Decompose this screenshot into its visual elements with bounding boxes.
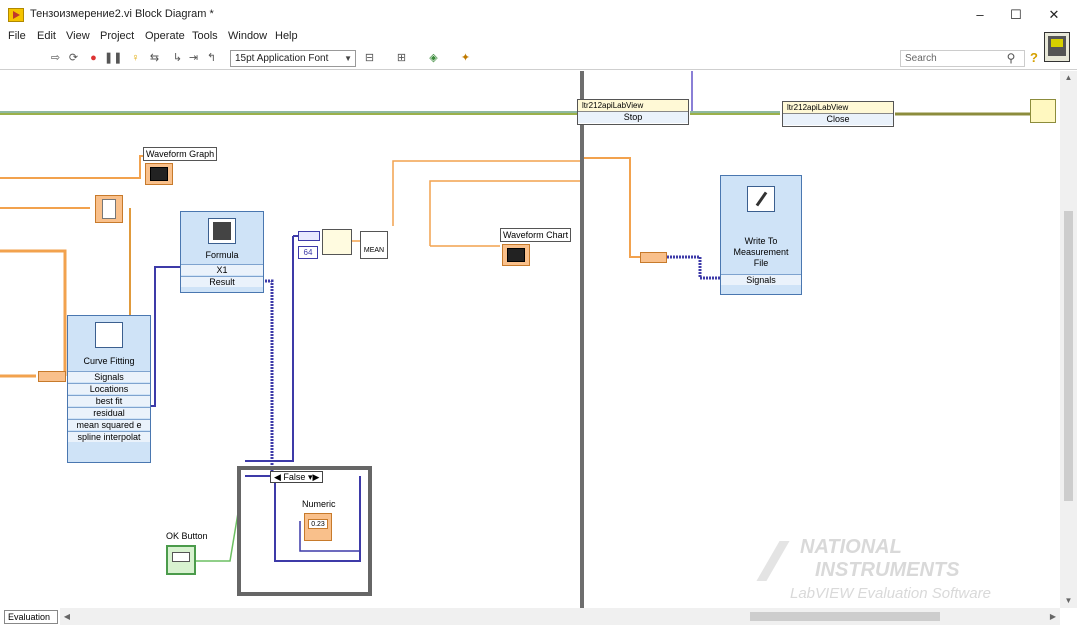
run-arrow-icon[interactable]: ⇨ [50, 52, 61, 64]
ltr212-stop-subvi[interactable]: ltr212apiLabView Stop [577, 99, 689, 125]
help-icon[interactable]: ? [1030, 50, 1038, 65]
error-handler-node[interactable] [1030, 99, 1056, 123]
write-file-signals[interactable]: Signals [721, 274, 801, 285]
align-objects-icon[interactable]: ⊟ [364, 52, 375, 64]
watermark-instruments: INSTRUMENTS [815, 559, 960, 581]
terminal-locations[interactable]: Locations [68, 383, 150, 394]
numeric-label: Numeric [302, 499, 336, 509]
labview-app-icon [8, 8, 24, 22]
abort-icon[interactable]: ● [90, 52, 97, 64]
array-index-node[interactable] [95, 195, 123, 223]
formula-express-vi[interactable]: Formula X1 Result [180, 211, 264, 293]
step-over-icon[interactable]: ⇥ [188, 52, 199, 64]
search-icon[interactable]: ⚲ [1006, 51, 1016, 65]
menu-operate[interactable]: Operate [145, 30, 185, 42]
write-file-icon [747, 186, 775, 212]
build-waveform-node[interactable] [322, 229, 352, 255]
scroll-up-icon[interactable]: ▲ [1064, 73, 1073, 82]
toolbar: ⇨ ⟳ ● ❚❚ ♀ ⇆ ↳ ⇥ ↰ 15pt Application Font… [0, 46, 1077, 70]
numeric-value: 0.23 [308, 519, 328, 529]
scroll-right-icon[interactable]: ▶ [1049, 612, 1057, 621]
case-selector-false[interactable]: ◀ False ▾▶ [270, 471, 324, 483]
run-continuously-icon[interactable]: ⟳ [68, 52, 79, 64]
step-into-icon[interactable]: ↳ [172, 52, 183, 64]
curve-fitting-express-vi[interactable]: Curve Fitting Signals Locations best fit… [67, 315, 151, 463]
vi-connector-icon[interactable] [1044, 32, 1070, 62]
menu-bar: File Edit View Project Operate Tools Win… [0, 30, 1077, 46]
menu-edit[interactable]: Edit [37, 30, 56, 42]
menu-tools[interactable]: Tools [192, 30, 218, 42]
search-input[interactable]: Search [900, 50, 1025, 67]
minimize-button[interactable]: – [976, 7, 984, 22]
highlight-execution-icon[interactable]: ♀ [131, 52, 140, 64]
write-measurement-file-express-vi[interactable]: Write To Measurement File Signals [720, 175, 802, 295]
terminal-signals[interactable]: Signals [68, 371, 150, 382]
watermark-labview-evaluation: LabVIEW Evaluation Software [790, 585, 991, 602]
terminal-spline-interpolant[interactable]: spline interpolat [68, 431, 150, 442]
calculator-icon [208, 218, 236, 244]
ok-button-terminal[interactable] [166, 545, 196, 575]
write-file-title: Write To Measurement File [733, 236, 789, 268]
waveform-chart-label: Waveform Chart [500, 228, 572, 242]
terminal-residual[interactable]: residual [68, 407, 150, 418]
formula-title: Formula [205, 250, 239, 260]
distribute-objects-icon[interactable]: ⊞ [396, 52, 407, 64]
case-structure[interactable] [237, 466, 372, 596]
terminal-mean-squared-error[interactable]: mean squared e [68, 419, 150, 430]
signals-array-node[interactable] [640, 252, 667, 263]
retain-wire-values-icon[interactable]: ⇆ [149, 52, 160, 64]
horizontal-scrollbar[interactable]: ◀ ▶ [60, 608, 1060, 625]
menu-project[interactable]: Project [100, 30, 135, 42]
block-diagram-canvas[interactable]: Waveform Graph Formula X1 Result Curve F… [0, 71, 1060, 608]
font-dropdown[interactable]: 15pt Application Font▼ [230, 50, 356, 67]
ltr212-close-label: Close [783, 114, 893, 125]
chevron-down-icon: ▼ [344, 54, 352, 63]
formula-output-result[interactable]: Result [181, 276, 263, 287]
curve-fitting-title: Curve Fitting [83, 356, 135, 366]
ok-button-label: OK Button [166, 531, 208, 541]
menu-window[interactable]: Window [228, 30, 268, 42]
ltr212-stop-label: Stop [578, 112, 688, 123]
clean-up-diagram-icon[interactable]: ✦ [460, 52, 471, 64]
menu-view[interactable]: View [66, 30, 90, 42]
signal-array-node[interactable] [38, 371, 66, 382]
watermark-national: NATIONAL [800, 536, 902, 558]
curve-fit-icon [95, 322, 123, 348]
ltr212-stop-name: ltr212apiLabView [578, 100, 688, 112]
terminal-best-fit[interactable]: best fit [68, 395, 150, 406]
scroll-left-icon[interactable]: ◀ [63, 612, 71, 621]
evaluation-tab[interactable]: Evaluation [4, 610, 58, 624]
numeric-indicator[interactable]: 0.23 [304, 513, 332, 541]
reorder-icon[interactable]: ◈ [429, 52, 438, 64]
pause-icon[interactable]: ❚❚ [104, 52, 123, 64]
step-out-icon[interactable]: ↰ [206, 52, 217, 64]
waveform-graph-terminal[interactable] [145, 163, 173, 185]
scroll-down-icon[interactable]: ▼ [1064, 596, 1073, 605]
wires-layer [0, 71, 1030, 608]
ltr212-close-name: ltr212apiLabView [783, 102, 893, 114]
waveform-chart-terminal[interactable] [502, 244, 530, 266]
formula-input-x1[interactable]: X1 [181, 264, 263, 275]
close-button[interactable]: ✕ [1048, 7, 1060, 22]
window-title: Тензоизмерение2.vi Block Diagram * [30, 8, 214, 20]
waveform-graph-label: Waveform Graph [143, 147, 218, 161]
maximize-button[interactable]: ☐ [1010, 7, 1022, 22]
constant-64[interactable]: 64 [298, 246, 318, 259]
menu-file[interactable]: File [8, 30, 26, 42]
ltr212-close-subvi[interactable]: ltr212apiLabView Close [782, 101, 894, 127]
vertical-scroll-thumb[interactable] [1064, 211, 1073, 501]
menu-help[interactable]: Help [275, 30, 298, 42]
title-bar: Тензоизмерение2.vi Block Diagram * – ☐ ✕ [0, 0, 1077, 30]
horizontal-scroll-thumb[interactable] [750, 612, 940, 621]
array-constant-node[interactable] [298, 231, 320, 241]
mean-function[interactable]: MEAN [360, 231, 388, 259]
vertical-scrollbar[interactable]: ▲ ▼ [1060, 71, 1077, 608]
